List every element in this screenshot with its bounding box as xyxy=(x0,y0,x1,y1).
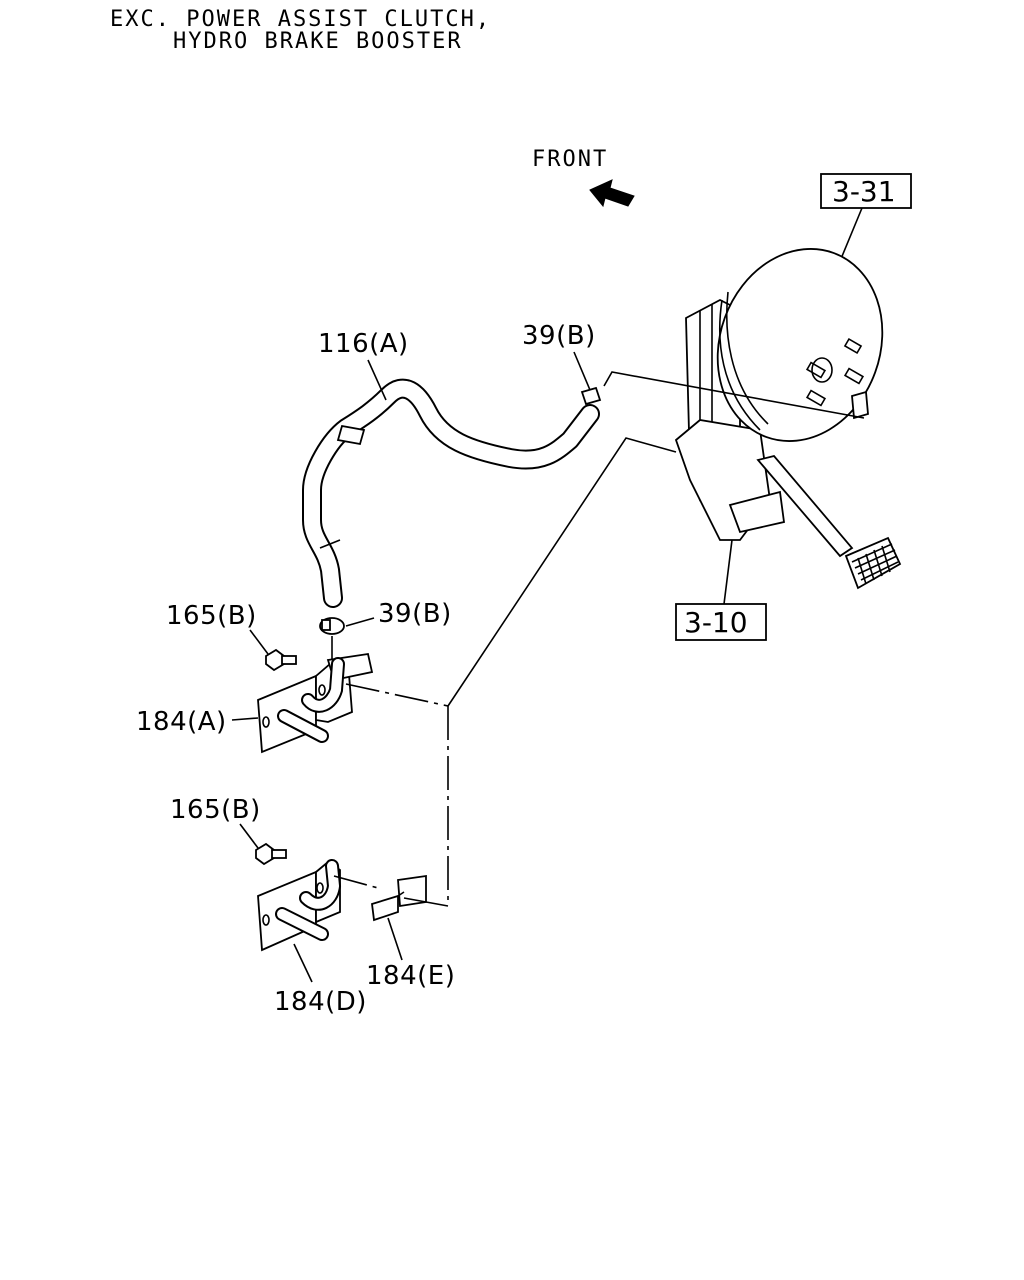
leader-184d xyxy=(293,943,313,983)
leader-39b-mid xyxy=(345,617,375,627)
brake-booster-assembly[interactable] xyxy=(674,226,909,590)
bracket-184d[interactable] xyxy=(257,859,342,952)
header-line-2: HYDRO BRAKE BOOSTER xyxy=(173,29,463,54)
front-label: FRONT xyxy=(532,147,608,172)
leader-39b-top xyxy=(573,351,591,391)
leader-116a xyxy=(367,359,387,401)
bolt-165b-bottom[interactable] xyxy=(255,842,287,866)
label-116a: 116(A) xyxy=(318,329,409,359)
label-184d: 184(D) xyxy=(274,987,367,1017)
front-arrow-icon xyxy=(589,179,635,208)
label-165b-bottom: 165(B) xyxy=(170,795,261,825)
label-165b-top: 165(B) xyxy=(166,601,257,631)
leader-165b-bottom xyxy=(239,823,259,849)
label-39b-mid: 39(B) xyxy=(378,599,452,629)
label-184a: 184(A) xyxy=(136,707,227,737)
routing-lines xyxy=(333,371,865,907)
hose-116a[interactable] xyxy=(302,378,600,608)
ref-box-3-10[interactable]: 3-10 xyxy=(675,603,767,641)
leader-3-10 xyxy=(723,539,733,605)
header-line-1: EXC. POWER ASSIST CLUTCH, xyxy=(110,7,491,32)
ref-3-31-label: 3-31 xyxy=(832,175,896,208)
bracket-184e[interactable] xyxy=(371,874,427,922)
ref-box-3-31[interactable]: 3-31 xyxy=(820,173,912,209)
leader-184e xyxy=(387,917,403,961)
label-184e: 184(E) xyxy=(366,961,455,991)
label-39b-top: 39(B) xyxy=(522,321,596,351)
clip-39b-top[interactable] xyxy=(580,386,602,406)
leader-184a xyxy=(231,717,259,721)
ref-3-10-label: 3-10 xyxy=(684,606,748,639)
bolt-165b-top[interactable] xyxy=(265,648,297,672)
clip-39b-mid[interactable] xyxy=(319,617,345,635)
leader-165b-top xyxy=(249,629,269,655)
bracket-184a[interactable] xyxy=(257,652,374,754)
